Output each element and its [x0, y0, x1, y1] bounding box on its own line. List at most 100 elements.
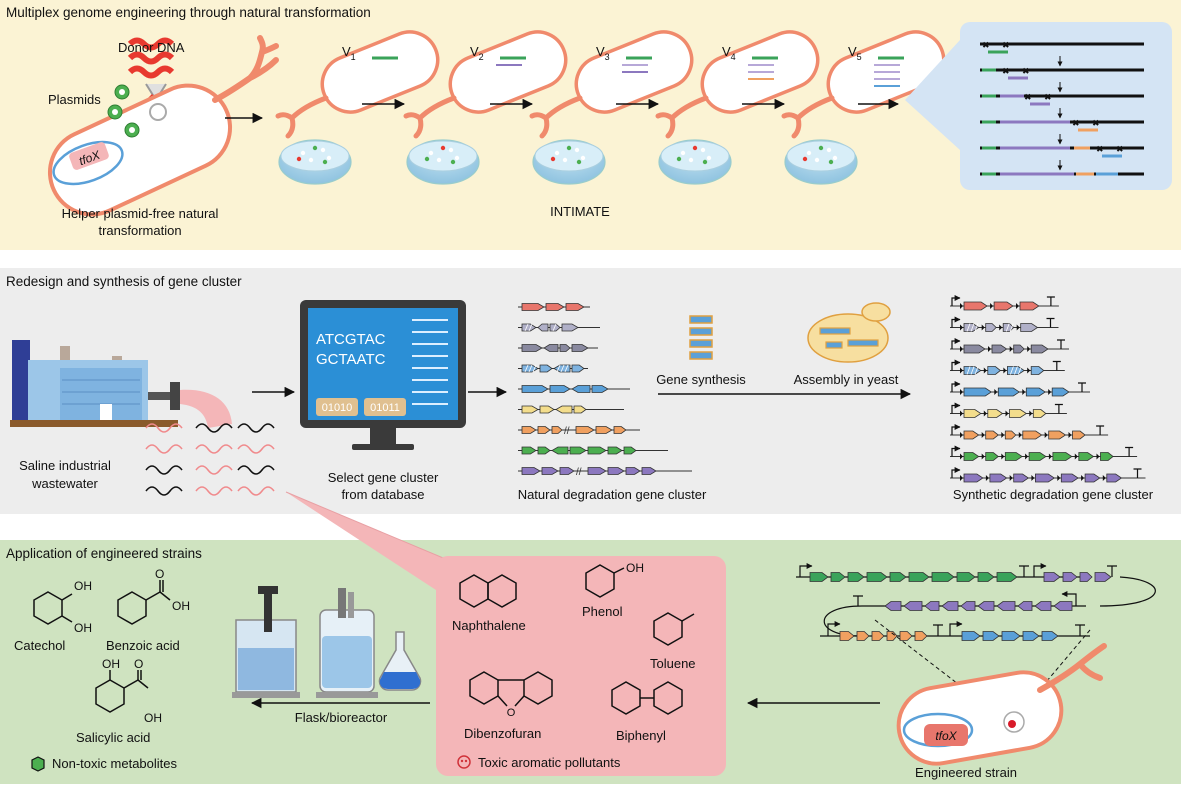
gene-arrow [889, 572, 907, 582]
version-5: V5 [781, 30, 946, 185]
natural-cluster-row [518, 405, 624, 414]
catechol-oh-1: OH [74, 579, 92, 593]
colony-dot [676, 156, 682, 162]
gene-arrow [1004, 430, 1017, 440]
gene-arrow [871, 631, 885, 641]
synthetic-cluster-row [950, 295, 1059, 311]
gene-arrow [521, 303, 545, 311]
naphthalene-structure [459, 574, 517, 608]
gene-arrow [1034, 601, 1052, 611]
colony-dot [818, 145, 824, 151]
gene-arrow [809, 572, 829, 582]
rbs-mark [1068, 432, 1072, 438]
screen-sequence-2: GCTAATC [316, 351, 386, 368]
cut-mark: ✖ [1044, 92, 1052, 102]
gene-arrow [985, 430, 999, 440]
rbs-mark [1001, 432, 1005, 438]
gene-arrow [539, 405, 555, 414]
gene-arrow [1079, 572, 1093, 582]
gene-arrow [963, 301, 988, 311]
gene-arrow [613, 426, 627, 434]
gene-arrow [559, 344, 571, 352]
rbs-mark [999, 324, 1003, 331]
gene-arrow [521, 385, 549, 393]
version-2: V2 [403, 30, 568, 185]
skull-icon [457, 755, 471, 769]
gene-arrow [985, 323, 997, 332]
wastewater-label-line1: Saline industrial [19, 458, 111, 473]
gene-arrow [1009, 409, 1028, 418]
wave-line [237, 486, 275, 496]
gene-arrow [1051, 387, 1070, 397]
colony-dot [574, 147, 580, 153]
gene-hatch [1005, 323, 1010, 332]
terminator-mark [1052, 360, 1061, 371]
screen-binary-2: 01011 [370, 402, 400, 414]
gene-arrow [555, 405, 573, 414]
hexagon-legend-icon [31, 756, 45, 772]
rbs-mark [981, 432, 985, 438]
gene-arrow [1084, 473, 1101, 483]
gene-arrow [521, 344, 543, 352]
select-cluster-line2: from database [341, 487, 424, 502]
dibenzofuran-structure [469, 671, 553, 707]
pollutant-box [436, 556, 726, 776]
rbs-mark [960, 453, 963, 460]
rbs-mark [1044, 432, 1048, 438]
gene-arrow [987, 366, 1002, 375]
colony-dot [562, 157, 568, 163]
wave-line [237, 465, 275, 475]
gene-hatch [552, 323, 557, 332]
gene-arrow [987, 409, 1004, 418]
synthetic-cluster-row [950, 338, 1069, 354]
gene-arrow [931, 572, 955, 582]
gene-arrow [521, 467, 541, 475]
cut-mark: ✖ [982, 40, 990, 50]
gene-hatch [966, 323, 971, 332]
natural-cluster-label: Natural degradation gene cluster [518, 487, 707, 502]
gene-arrow [1052, 452, 1073, 461]
toxic-pollutants-legend: Toxic aromatic pollutants [478, 755, 621, 770]
bioreactor-label: Flask/bioreactor [295, 710, 388, 725]
rbs-mark [983, 367, 987, 374]
gene-hatch [974, 366, 979, 375]
colony-dot [448, 147, 454, 153]
toluene-label: Toluene [650, 656, 696, 671]
gene-arrow [830, 572, 846, 582]
gene-arrow [1013, 473, 1030, 483]
gene-arrow [1017, 601, 1033, 611]
genome-row-2 [862, 601, 1086, 611]
panel-a: Multiplex genome engineering through nat… [0, 0, 1181, 250]
gene-arrow [1028, 452, 1047, 461]
gene-arrow [996, 572, 1018, 582]
screen-binary-1: 01010 [322, 402, 353, 414]
colony-dot [440, 145, 446, 151]
salicylic-oh-1: OH [102, 657, 120, 671]
gene-arrow [989, 473, 1008, 483]
gene-hatch [528, 323, 533, 332]
rbs-mark [1029, 410, 1033, 417]
gene-arrow [1001, 631, 1021, 641]
panel-b: Redesign and synthesis of gene cluster S… [0, 268, 1181, 514]
gene-arrow [961, 631, 981, 641]
benzoic-acid-structure [117, 580, 171, 625]
wave-line [145, 444, 183, 454]
colony-dot [312, 145, 318, 151]
gene-arrow [1032, 409, 1047, 418]
biphenyl-structure [611, 681, 683, 715]
version-cell [448, 30, 568, 114]
gene-arrow [963, 344, 986, 354]
gene-arrow [1078, 452, 1095, 461]
gene-arrow [537, 323, 549, 332]
rbs-mark [960, 324, 963, 331]
gene-hatch [974, 323, 979, 332]
gene-arrow [963, 473, 984, 483]
cut-mark: ✖ [1072, 118, 1080, 128]
colony-dot [326, 155, 332, 161]
rbs-mark [1018, 432, 1022, 438]
rbs-mark [1096, 453, 1100, 460]
colony-dot [322, 159, 328, 165]
gene-arrow [537, 426, 551, 434]
promoter-mark [951, 445, 961, 457]
terminator-mark [1096, 425, 1105, 435]
